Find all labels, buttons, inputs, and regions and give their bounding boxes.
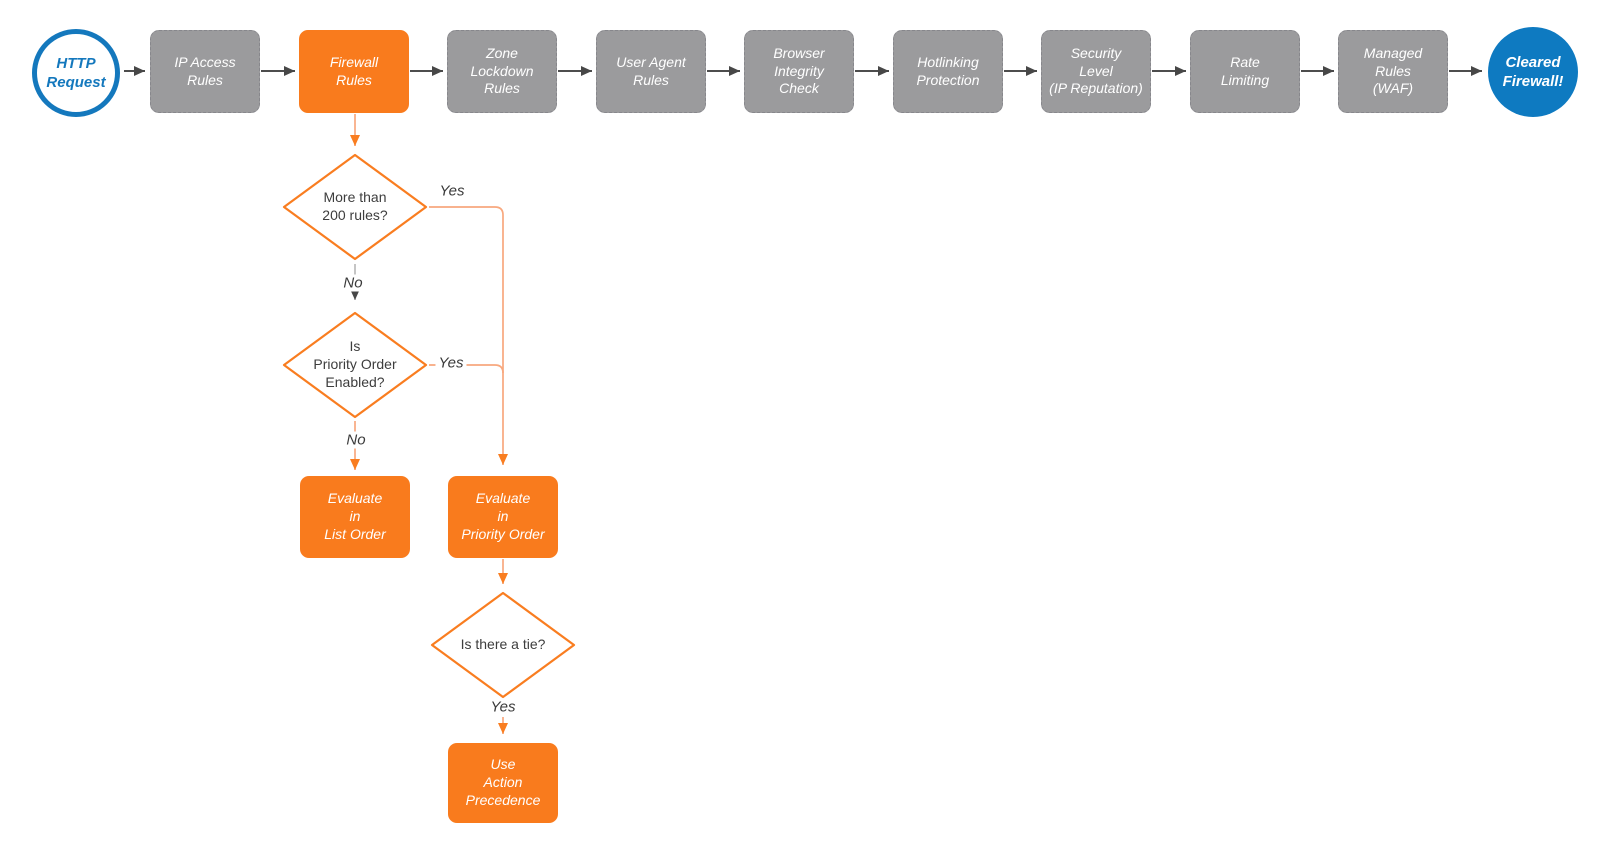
step-ip-access-rules: IP Access Rules bbox=[150, 30, 260, 113]
diamond-shape bbox=[282, 311, 428, 419]
step-user-agent-rules: User Agent Rules bbox=[596, 30, 706, 113]
step-rate-limiting: Rate Limiting bbox=[1190, 30, 1300, 113]
step-security-level: Security Level (IP Reputation) bbox=[1041, 30, 1151, 113]
action-evaluate-priority-order: Evaluate in Priority Order bbox=[448, 476, 558, 558]
connector-decision1-yes-to-priority-order bbox=[429, 206, 508, 465]
action-evaluate-list-order: Evaluate in List Order bbox=[300, 476, 410, 558]
diamond-shape bbox=[282, 153, 428, 261]
action-label: Evaluate in Priority Order bbox=[461, 490, 545, 542]
step-firewall-rules: Firewall Rules bbox=[299, 30, 409, 113]
node-cleared-firewall: Cleared Firewall! bbox=[1488, 27, 1578, 117]
node-http-request: HTTP Request bbox=[32, 29, 120, 117]
action-label: Use Action Precedence bbox=[465, 756, 541, 808]
decision-priority-order-enabled: Is Priority Order Enabled? bbox=[282, 311, 428, 419]
action-use-action-precedence: Use Action Precedence bbox=[448, 743, 558, 823]
step-label: Hotlinking Protection bbox=[916, 53, 980, 88]
step-managed-rules-waf: Managed Rules (WAF) bbox=[1338, 30, 1448, 113]
step-label: IP Access Rules bbox=[174, 53, 236, 88]
edge-label-decision2-yes: Yes bbox=[435, 354, 467, 372]
edge-label-decision2-no: No bbox=[343, 431, 369, 449]
step-browser-integrity-check: Browser Integrity Check bbox=[744, 30, 854, 113]
edge-label-decision1-yes: Yes bbox=[436, 182, 468, 200]
step-zone-lockdown-rules: Zone Lockdown Rules bbox=[447, 30, 557, 113]
decision-label: Is Priority Order Enabled? bbox=[313, 338, 397, 390]
step-hotlinking-protection: Hotlinking Protection bbox=[893, 30, 1003, 113]
step-label: Rate Limiting bbox=[1220, 53, 1270, 88]
decision-is-there-a-tie: Is there a tie? bbox=[430, 591, 576, 699]
decision-label: Is there a tie? bbox=[460, 636, 546, 653]
step-label: Managed Rules (WAF) bbox=[1363, 44, 1423, 97]
step-label: User Agent Rules bbox=[616, 53, 686, 88]
decision-label: More than 200 rules? bbox=[322, 189, 388, 223]
action-label: Evaluate in List Order bbox=[324, 490, 386, 542]
step-label: Zone Lockdown Rules bbox=[470, 44, 534, 97]
cleared-firewall-label: Cleared Firewall! bbox=[1502, 53, 1564, 90]
step-label: Firewall Rules bbox=[329, 53, 379, 88]
decision-more-than-200-rules: More than 200 rules? bbox=[282, 153, 428, 261]
step-label: Security Level (IP Reputation) bbox=[1049, 44, 1143, 97]
connector-decision2-yes-merge bbox=[429, 364, 504, 374]
diamond-shape bbox=[430, 591, 576, 699]
edge-label-decision3-yes: Yes bbox=[487, 698, 519, 716]
step-label: Browser Integrity Check bbox=[773, 44, 825, 97]
edge-label-decision1-no: No bbox=[340, 274, 366, 292]
http-request-label: HTTP Request bbox=[46, 54, 106, 91]
